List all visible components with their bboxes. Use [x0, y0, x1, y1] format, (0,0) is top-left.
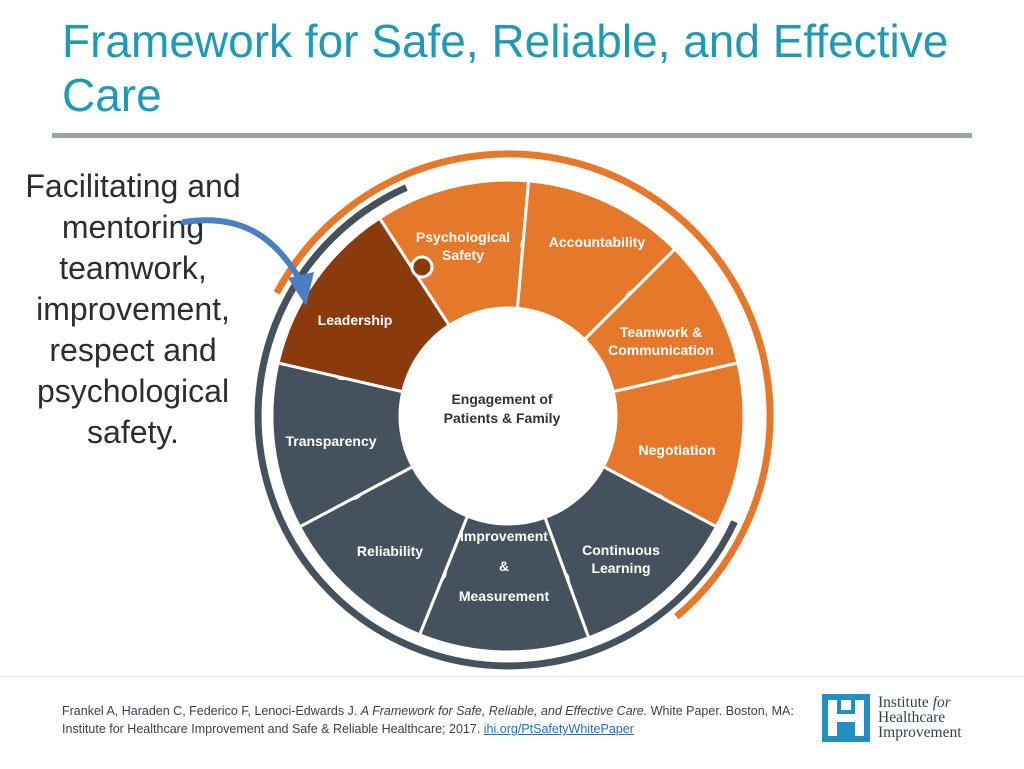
- segment-label-teamwork-communication: Teamwork &Communication: [608, 324, 714, 358]
- segment-label-improvement-measurement: Improvement&Measurement: [459, 528, 550, 604]
- logo-word-for: for: [932, 694, 951, 711]
- ihi-logo: Institute for Healthcare Improvement: [822, 694, 982, 748]
- citation-link[interactable]: ihi.org/PtSafetyWhitePaper: [483, 722, 634, 736]
- segment-label-reliability: Reliability: [357, 543, 423, 559]
- logo-word-institute: Institute: [878, 694, 933, 711]
- leadership-callout-text: Facilitating and mentoring teamwork, imp…: [25, 168, 241, 450]
- segment-label-negotiation: Negotiation: [639, 442, 716, 458]
- citation-authors: Frankel A, Haraden C, Federico F, Lenoci…: [62, 704, 358, 718]
- segment-label-leadership: Leadership: [318, 312, 393, 328]
- ihi-logo-text: Institute for Healthcare Improvement: [878, 694, 962, 741]
- page-title: Framework for Safe, Reliable, and Effect…: [62, 15, 949, 121]
- citation: Frankel A, Haraden C, Federico F, Lenoci…: [62, 702, 802, 738]
- culture-outer-arc: [273, 150, 774, 620]
- segment-label-transparency: Transparency: [285, 433, 376, 449]
- segment-label-accountability: Accountability: [549, 234, 646, 250]
- citation-title: A Framework for Safe, Reliable, and Effe…: [360, 704, 648, 718]
- center-circle: [400, 308, 616, 524]
- pointer-arrowhead: [288, 272, 314, 306]
- logo-word-improvement: Improvement: [878, 724, 962, 741]
- logo-word-healthcare: Healthcare: [878, 709, 946, 726]
- title-divider: [52, 133, 972, 138]
- citation-details: White Paper. Boston, MA: Institute for H…: [62, 704, 794, 736]
- ihi-logo-icon: [822, 694, 870, 742]
- puzzle-knob-leadership: [410, 255, 434, 279]
- pointer-arrow: [181, 217, 303, 283]
